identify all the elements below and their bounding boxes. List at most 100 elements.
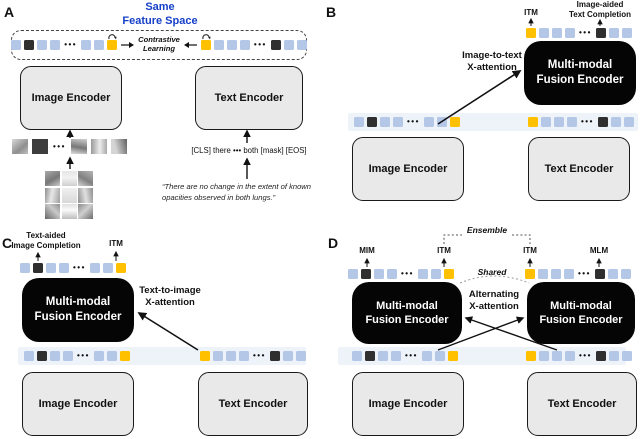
text-encoder-box: Text Encoder [527, 372, 637, 436]
xray-image-patch [90, 139, 107, 154]
image-text-token [391, 351, 401, 361]
xray-patch [78, 204, 93, 219]
unimodal-token-strip: ••• ••• [18, 347, 306, 365]
itm-left-head-label: ITM [437, 246, 451, 255]
multimodal-fusion-encoder-box: Multi-modal Fusion Encoder [524, 41, 636, 105]
panel-c-letter: C [2, 235, 13, 251]
fusion-line1: Multi-modal [547, 59, 613, 72]
image-text-token [623, 117, 634, 127]
xray-image-patch [70, 139, 87, 154]
image-text-token [283, 40, 294, 50]
multimodal-fusion-encoder-box: Multi-modal Fusion Encoder [22, 278, 134, 342]
text-to-image-attention-label: Text-to-image X-attention [137, 285, 203, 310]
panel-c: C Text-aided Image Completion ITM ••• Mu… [0, 225, 320, 439]
image-text-token [565, 351, 575, 361]
title-line1: Same [145, 1, 175, 13]
title-line2: Feature Space [122, 14, 198, 27]
xray-patch [45, 171, 60, 186]
alternating-attention-label: Alternating X-attention [461, 289, 527, 314]
image-text-token [564, 269, 574, 279]
image-to-text-attention-label: Image-to-text X-attention [459, 50, 525, 75]
cls-token [528, 117, 538, 127]
ellipsis-icon: ••• [579, 28, 592, 37]
fusion-line1: Multi-modal [550, 299, 612, 312]
text-encoder-box: Text Encoder [195, 66, 303, 130]
masked-image-patch [32, 139, 48, 154]
image-text-token [434, 351, 445, 361]
cls-token-with-loop-icon [200, 34, 211, 50]
image-text-token [423, 117, 434, 127]
image-text-token [352, 351, 362, 361]
contrastive-line1: Contrastive [138, 35, 180, 45]
cls-token [449, 117, 460, 127]
attention-line2: X-attention [145, 297, 195, 309]
feature-token-row-image: ••• [11, 34, 118, 50]
masked-token [595, 351, 606, 361]
image-text-token [541, 117, 551, 127]
itm-head-label: ITM [109, 239, 123, 248]
image-text-token [81, 40, 92, 50]
fusion-line1: Multi-modal [376, 299, 438, 312]
image-text-token [620, 269, 631, 279]
image-text-token [102, 263, 113, 273]
image-text-token [430, 269, 441, 279]
xray-image-patch [12, 139, 28, 154]
image-text-token [554, 117, 564, 127]
image-text-token [539, 28, 549, 38]
shared-feature-space-box: ••• Contrastive Learning ••• [11, 30, 307, 60]
ensemble-label: Ensemble [466, 225, 508, 235]
xray-patch [61, 187, 77, 203]
image-text-token [354, 117, 364, 127]
fusion-line2: Fusion Encoder [34, 311, 122, 323]
image-text-token [621, 351, 632, 361]
ellipsis-icon: ••• [401, 269, 414, 278]
image-text-token [239, 40, 250, 50]
image-text-token [552, 28, 562, 38]
image-text-token [50, 351, 60, 361]
masked-token [269, 351, 280, 361]
image-text-token [20, 263, 30, 273]
image-text-token [374, 269, 384, 279]
ellipsis-icon: ••• [77, 351, 90, 360]
fusion-output-token-row: ••• [20, 263, 126, 273]
multimodal-fusion-encoder-right-box: Multi-modal Fusion Encoder [527, 282, 635, 344]
xray-patch [61, 171, 77, 186]
image-text-token [393, 117, 403, 127]
ellipsis-icon: ••• [407, 117, 420, 126]
image-text-token [387, 269, 397, 279]
strip-image-tokens: ••• [352, 351, 458, 361]
ellipsis-icon: ••• [253, 351, 266, 360]
panel-d-letter: D [328, 235, 339, 251]
image-text-token [37, 40, 48, 50]
attention-line2: X-attention [467, 62, 517, 74]
mlm-head-label: MLM [589, 246, 609, 255]
xray-image [45, 171, 93, 219]
panel-a: A Same Feature Space ••• Contrastive Lea… [0, 0, 320, 225]
image-text-token [106, 351, 117, 361]
image-text-token [608, 28, 619, 38]
cls-token [443, 269, 454, 279]
strip-text-tokens: ••• [528, 117, 634, 127]
cls-token [200, 351, 210, 361]
ensemble-bracket-dotted-line [443, 234, 531, 244]
contrastive-learning-label: Contrastive Learning [138, 36, 180, 53]
masked-token [367, 117, 377, 127]
fusion-line2: Fusion Encoder [536, 74, 624, 86]
ellipsis-icon: ••• [579, 351, 592, 360]
image-text-token [610, 117, 621, 127]
mim-head-label: MIM [359, 246, 375, 255]
image-aided-text-completion-label: Image-aided Text Completion [559, 0, 640, 19]
image-encoder-box: Image Encoder [20, 66, 122, 130]
image-text-token [539, 351, 549, 361]
shared-weights-dotted-arc [459, 275, 530, 284]
image-text-token [46, 263, 56, 273]
completion-line2: Text Completion [568, 9, 632, 19]
multimodal-fusion-encoder-left-box: Multi-modal Fusion Encoder [352, 282, 462, 344]
cls-token [526, 28, 536, 38]
image-text-token [295, 351, 306, 361]
text-to-image-attention-arrow [137, 312, 199, 351]
arrow-left-icon [183, 42, 197, 48]
masked-token [365, 351, 375, 361]
cls-token [525, 269, 535, 279]
itm-head-label: ITM [524, 8, 538, 17]
